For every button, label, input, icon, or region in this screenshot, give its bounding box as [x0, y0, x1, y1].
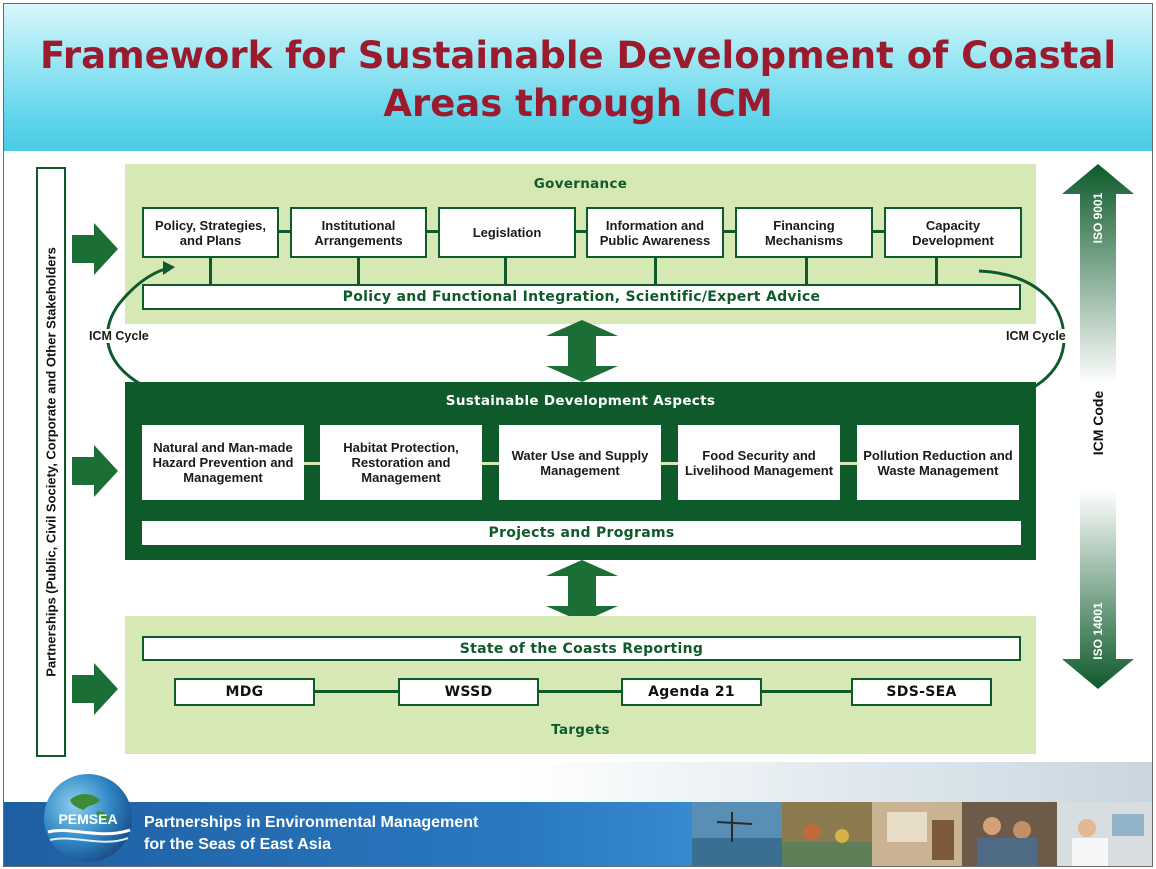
connector-line	[805, 256, 808, 286]
target-agenda21: Agenda 21	[621, 678, 762, 706]
title-line-2: Areas through ICM	[383, 82, 773, 125]
footer-line-1: Partnerships in Environmental Management	[144, 814, 479, 831]
iso-9001-label: ISO 9001	[1091, 192, 1105, 244]
governance-box-capacity: Capacity Development	[884, 207, 1022, 258]
aspect-box-food: Food Security and Livelihood Management	[678, 425, 840, 500]
pemsea-logo: PEMSEA	[44, 774, 132, 862]
aspect-box-hazard: Natural and Man-made Hazard Prevention a…	[142, 425, 304, 500]
target-sds-sea: SDS-SEA	[851, 678, 992, 706]
projects-bar: Projects and Programs	[142, 521, 1021, 545]
integration-bar: Policy and Functional Integration, Scien…	[142, 284, 1021, 310]
aspect-box-pollution: Pollution Reduction and Waste Management	[857, 425, 1019, 500]
double-arrow-icon	[546, 320, 618, 382]
connector-line	[935, 256, 938, 286]
target-mdg: MDG	[174, 678, 315, 706]
icm-cycle-right-label: ICM Cycle	[1004, 329, 1068, 343]
slide-title: Framework for Sustainable Development of…	[4, 32, 1152, 128]
slide: Framework for Sustainable Development of…	[3, 3, 1153, 867]
targets-label: Targets	[551, 722, 610, 738]
connector-line	[314, 690, 854, 693]
icm-cycle-left-label: ICM Cycle	[87, 329, 151, 343]
title-band	[4, 4, 1152, 151]
connector-line	[209, 256, 212, 286]
right-arrow-icon	[72, 663, 118, 715]
connector-line	[504, 256, 507, 286]
double-arrow-icon	[546, 560, 618, 622]
partnerships-label: Partnerships (Public, Civil Society, Cor…	[43, 247, 59, 677]
aspect-box-water: Water Use and Supply Management	[499, 425, 661, 500]
sustainable-header: Sustainable Development Aspects	[445, 393, 716, 409]
governance-box-information: Information and Public Awareness	[586, 207, 724, 258]
vertical-double-arrow-icon	[1062, 164, 1134, 689]
governance-box-policy: Policy, Strategies, and Plans	[142, 207, 279, 258]
footer-line-2: for the Seas of East Asia	[144, 836, 332, 853]
right-arrow-icon	[72, 445, 118, 497]
connector-line	[357, 256, 360, 286]
icm-code-label: ICM Code	[1090, 390, 1106, 456]
governance-header: Governance	[533, 176, 628, 192]
footer-photo-collage	[692, 802, 1152, 866]
svg-text:PEMSEA: PEMSEA	[58, 811, 117, 827]
connector-line	[654, 256, 657, 286]
footer-fade	[4, 762, 1152, 802]
iso-14001-label: ISO 14001	[1091, 602, 1105, 660]
governance-box-legislation: Legislation	[438, 207, 576, 258]
reporting-bar: State of the Coasts Reporting	[142, 636, 1021, 661]
partnerships-box: Partnerships (Public, Civil Society, Cor…	[36, 167, 66, 757]
governance-box-institutional: Institutional Arrangements	[290, 207, 427, 258]
target-wssd: WSSD	[398, 678, 539, 706]
title-line-1: Framework for Sustainable Development of…	[39, 34, 1117, 77]
governance-box-financing: Financing Mechanisms	[735, 207, 873, 258]
aspect-box-habitat: Habitat Protection, Restoration and Mana…	[320, 425, 482, 500]
right-arrow-icon	[72, 223, 118, 275]
